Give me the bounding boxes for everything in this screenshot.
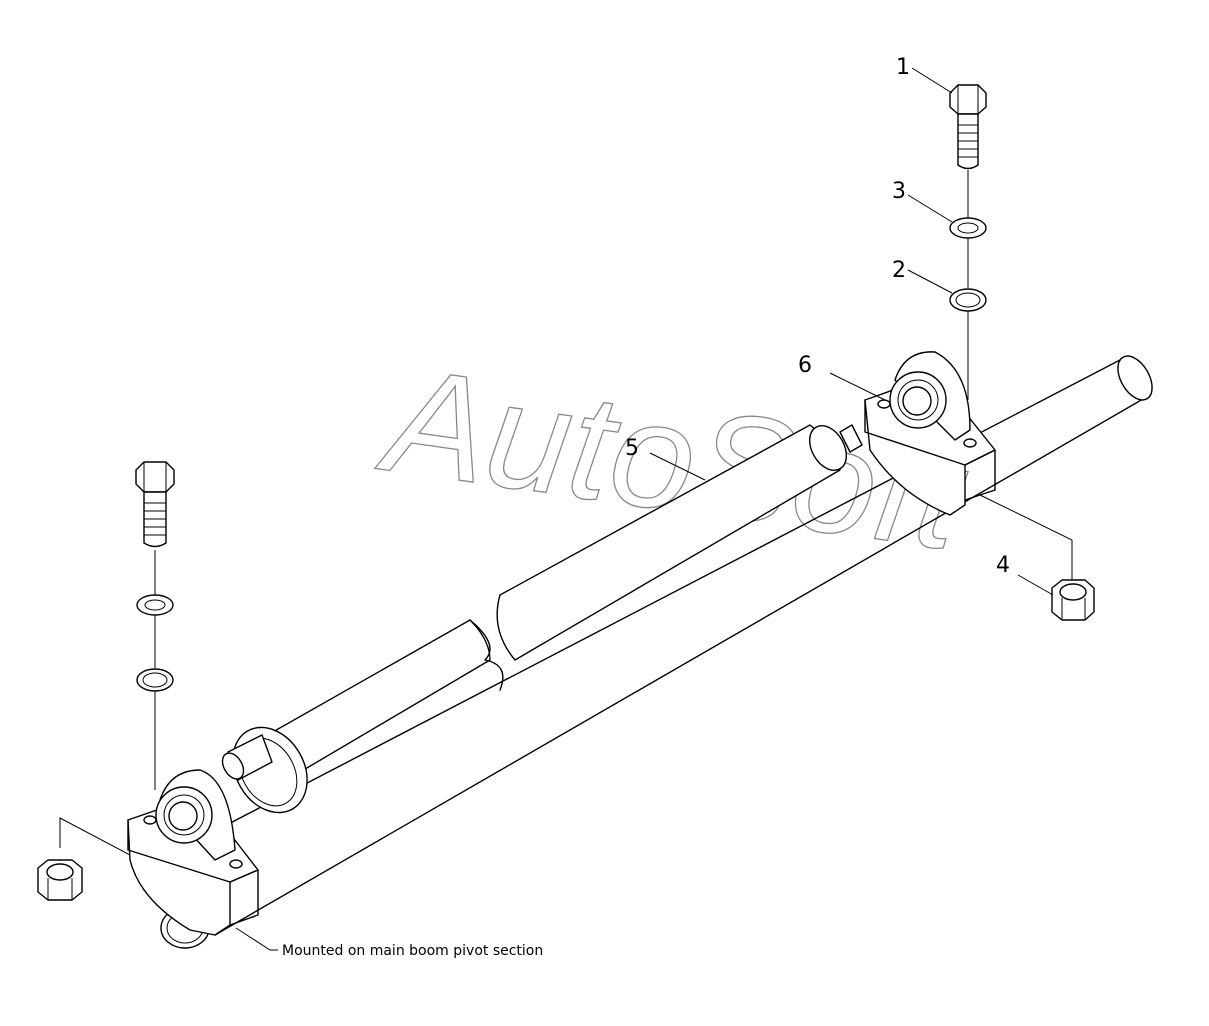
- callout-5: 5: [625, 436, 639, 461]
- leader-lines: [235, 67, 1054, 951]
- roller-shaft: [221, 424, 863, 814]
- left-nut: [37, 817, 131, 901]
- callout-6: 6: [798, 353, 812, 378]
- left-pillow-block: [127, 769, 259, 936]
- callout-2: 2: [892, 258, 906, 283]
- left-flat-washer: [136, 668, 174, 790]
- left-bolt: [135, 461, 175, 596]
- left-lock-washer: [136, 594, 174, 668]
- mounting-note: Mounted on main boom pivot section: [282, 943, 543, 959]
- callout-3: 3: [892, 179, 906, 204]
- right-flat-washer: [949, 288, 987, 400]
- right-bolt: [949, 84, 987, 218]
- right-lock-washer: [949, 217, 987, 288]
- callout-4: 4: [996, 553, 1010, 578]
- callout-1: 1: [896, 55, 910, 80]
- right-nut: [979, 494, 1095, 621]
- right-pillow-block: [864, 351, 996, 516]
